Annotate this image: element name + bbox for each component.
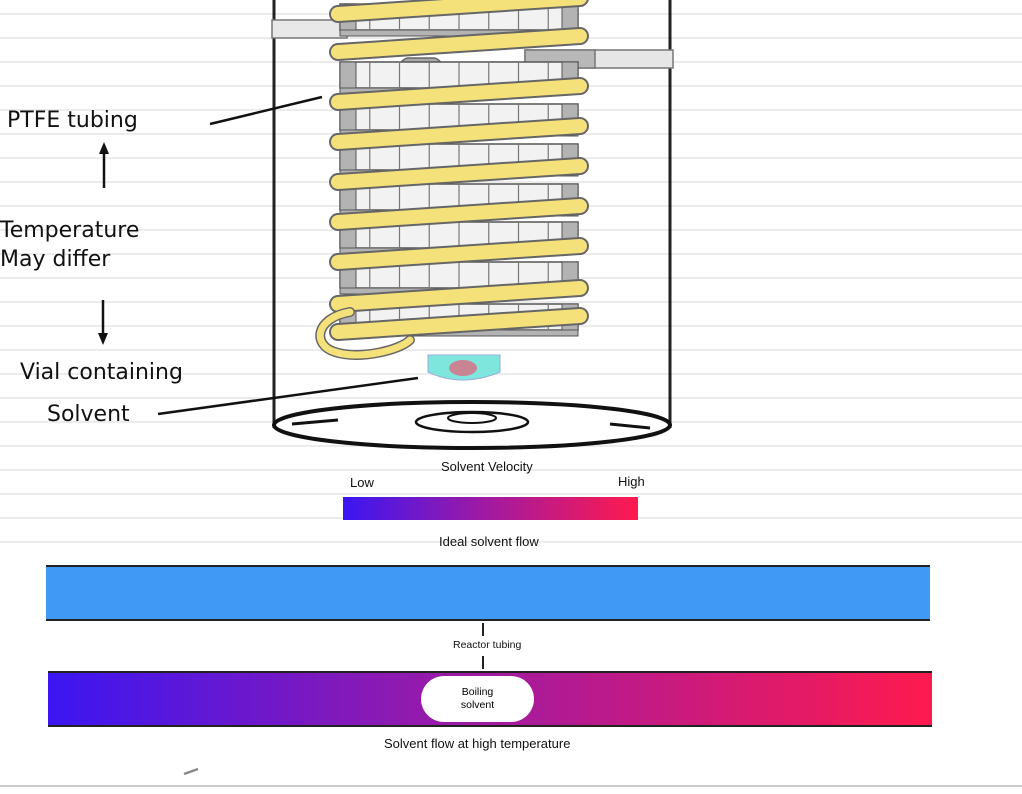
coil-turn <box>331 29 587 59</box>
vial-pointer-line <box>157 376 419 416</box>
solvent-label: Solvent <box>47 402 130 427</box>
legend-high-label: High <box>618 474 645 489</box>
reactor-tubing-label: Reactor tubing <box>453 639 522 651</box>
coil-loop <box>316 308 414 359</box>
vial-red-spot <box>449 360 477 376</box>
high-temp-caption: Solvent flow at high temperature <box>384 736 571 751</box>
disc-edge-left <box>339 61 357 89</box>
coil-turn <box>331 159 587 189</box>
coil-turn <box>331 239 587 269</box>
legend-title: Solvent Velocity <box>441 459 533 474</box>
ptfe-coil <box>329 0 589 341</box>
stray-mark <box>183 767 199 776</box>
vial-containing-label: Vial containing <box>20 360 183 385</box>
ideal-flow-caption: Ideal solvent flow <box>439 534 539 549</box>
ideal-flow-tube <box>46 565 930 621</box>
coil-turn <box>331 309 587 339</box>
ptfe-tubing-label: PTFE tubing <box>7 108 138 133</box>
velocity-color-bar <box>343 497 638 520</box>
reactor-cylinder <box>272 0 672 450</box>
ptfe-pointer-line <box>209 95 323 126</box>
boiling-label-line2: solvent <box>460 699 495 711</box>
coil-turn <box>331 281 587 311</box>
coil-turn <box>331 79 587 109</box>
boiling-solvent-bubble: Boiling solvent <box>421 676 534 722</box>
legend-low-label: Low <box>350 475 374 490</box>
cylinder-base <box>272 400 672 450</box>
up-arrow-icon <box>99 142 109 188</box>
temperature-label: Temperature <box>0 218 140 243</box>
may-differ-label: May differ <box>0 247 111 272</box>
boiling-label-line1: Boiling <box>461 685 494 698</box>
coil-turn <box>331 199 587 229</box>
vial <box>427 354 501 381</box>
down-arrow-icon <box>98 300 108 345</box>
coil-turn <box>331 119 587 149</box>
coil-turn <box>331 0 587 21</box>
